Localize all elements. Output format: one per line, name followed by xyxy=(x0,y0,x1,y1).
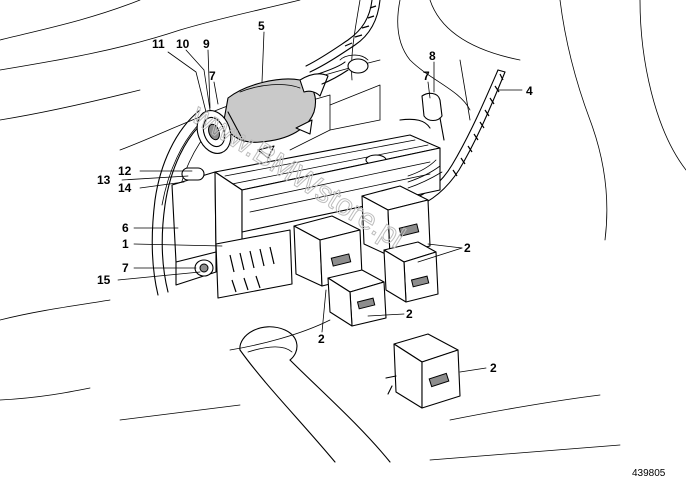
wiring-harness-right xyxy=(409,69,506,209)
callout-2-c: 2 xyxy=(318,332,325,346)
air-duct-tube xyxy=(239,326,391,463)
callout-7-c: 7 xyxy=(122,261,129,275)
callout-9: 9 xyxy=(203,37,210,51)
reference-number: 439805 xyxy=(632,468,666,479)
callout-15: 15 xyxy=(97,273,111,287)
callout-4: 4 xyxy=(526,84,533,98)
relay-group xyxy=(293,185,461,409)
callout-2-b: 2 xyxy=(406,307,413,321)
cable-connector-5 xyxy=(196,61,349,159)
callout-12: 12 xyxy=(118,164,132,178)
callout-11: 11 xyxy=(152,37,165,51)
callout-2-a: 2 xyxy=(464,241,471,255)
callout-7-b: 7 xyxy=(423,69,430,83)
callout-1: 1 xyxy=(122,237,129,251)
callout-6: 6 xyxy=(122,221,129,235)
wiring-harness-top xyxy=(305,0,381,74)
callout-8: 8 xyxy=(429,49,436,63)
callout-13: 13 xyxy=(97,173,111,187)
callouts: 1 2 2 2 2 2 4 5 6 7 7 7 8 9 10 11 12 13 … xyxy=(97,19,533,375)
callout-14: 14 xyxy=(118,181,132,195)
electronics-box xyxy=(171,92,445,299)
leader-lines xyxy=(117,31,523,373)
callout-10: 10 xyxy=(176,37,190,51)
callout-2-d: 2 xyxy=(490,361,497,375)
callout-7-a: 7 xyxy=(209,69,216,83)
callout-5: 5 xyxy=(258,19,265,33)
